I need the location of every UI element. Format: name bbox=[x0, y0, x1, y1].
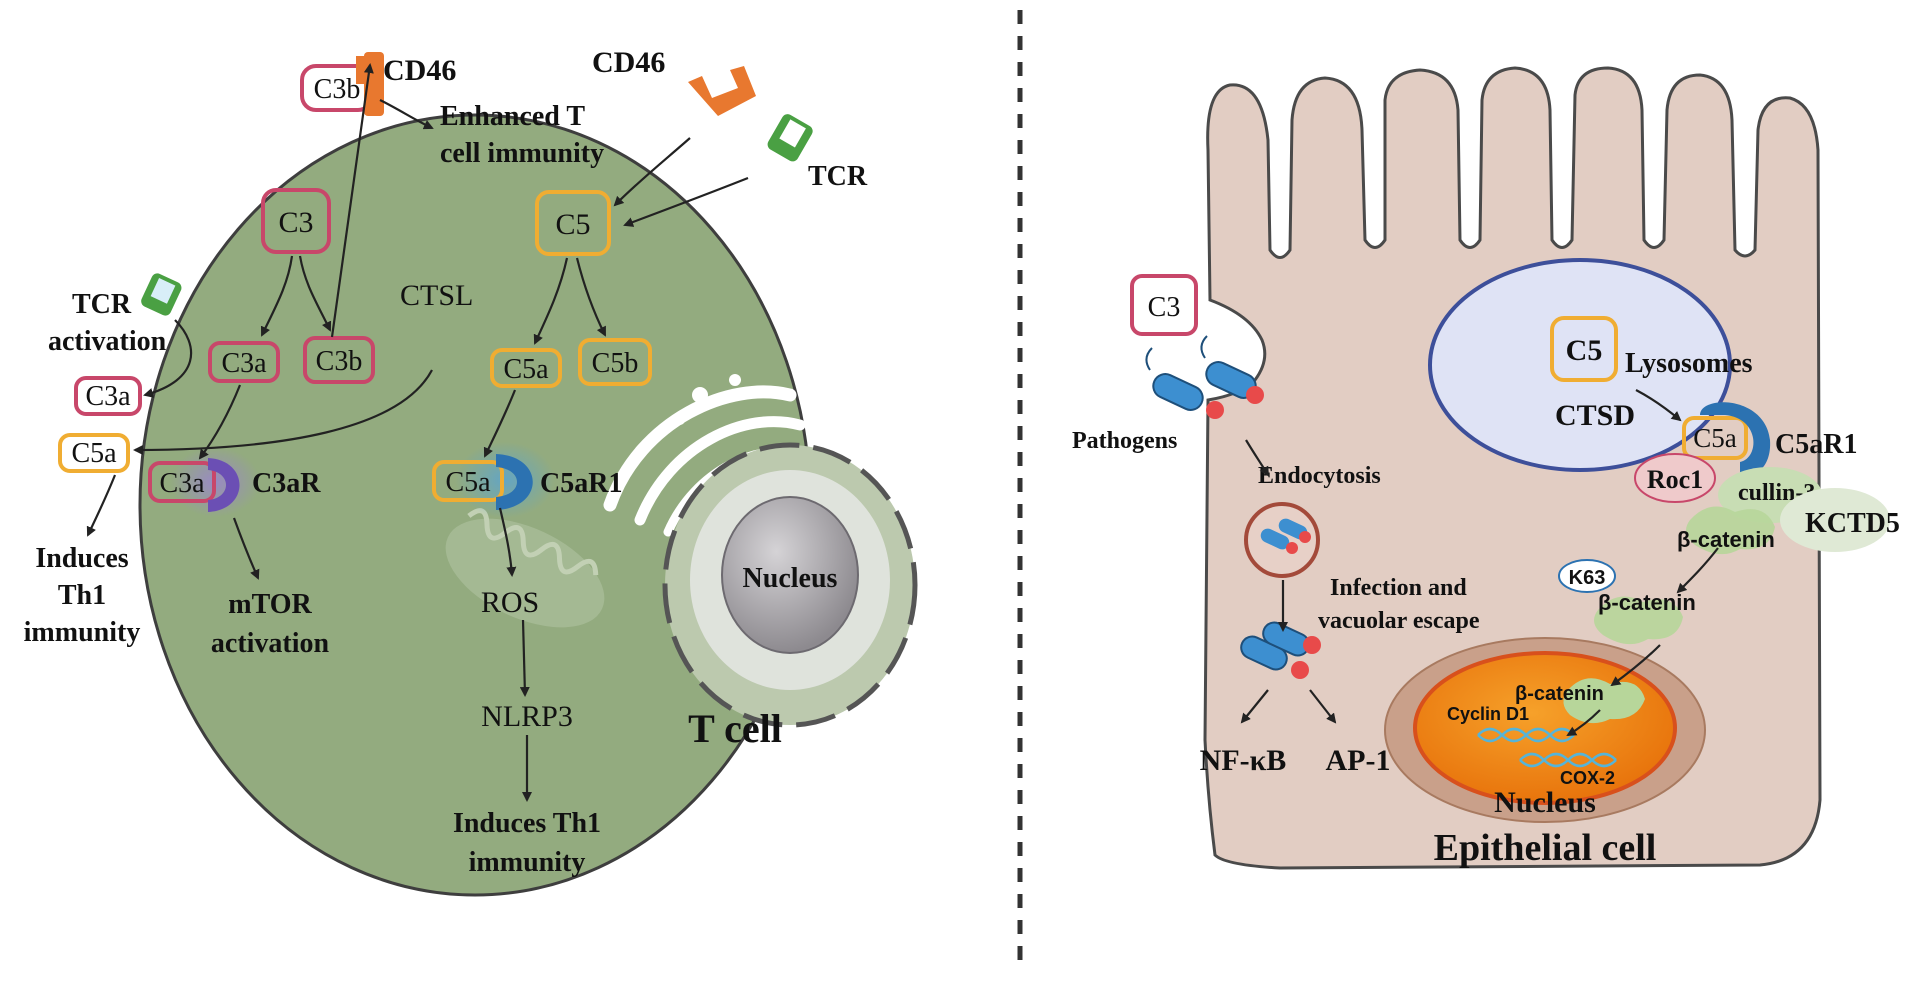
epithelial-nucleus-label: Nucleus bbox=[1494, 786, 1596, 819]
kctd5-shape bbox=[1780, 488, 1890, 552]
roc1-shape bbox=[1634, 453, 1716, 503]
ctsd-label: CTSD bbox=[1555, 399, 1635, 432]
epi-c5-label: C5 bbox=[1566, 334, 1603, 367]
c5a-out-box bbox=[58, 433, 130, 473]
th1-out-label-2: Th1 bbox=[58, 580, 106, 611]
nfkb-label: NF-κB bbox=[1200, 744, 1287, 777]
escaped-pathogens-icon bbox=[1240, 621, 1321, 679]
th1-out-label-1: Induces bbox=[35, 543, 128, 574]
ctsl-label: CTSL bbox=[400, 279, 473, 312]
cd46-right-label: CD46 bbox=[592, 46, 665, 79]
c5b-box bbox=[578, 338, 652, 386]
c3-box bbox=[261, 188, 331, 254]
c3a-label: C3a bbox=[221, 348, 267, 379]
beta-catenin-2-shape bbox=[1594, 596, 1683, 645]
epi-c5ar1-receptor bbox=[1700, 402, 1771, 478]
tcr-right-icon bbox=[767, 114, 813, 162]
c3a-bound-label: C3a bbox=[159, 468, 205, 499]
c5b-label: C5b bbox=[592, 348, 639, 379]
nlrp3-label: NLRP3 bbox=[481, 700, 573, 733]
ap1-label: AP-1 bbox=[1326, 744, 1391, 777]
c5a-label: C5a bbox=[503, 354, 549, 385]
tcell-nucleus: Nucleus bbox=[662, 442, 918, 728]
tcell-arrows bbox=[86, 63, 749, 802]
endocytosis-label: Endocytosis bbox=[1258, 463, 1381, 489]
c5ar1-receptor bbox=[496, 454, 533, 510]
th1-in-label-2: immunity bbox=[469, 847, 586, 878]
c5a-box bbox=[490, 348, 562, 388]
epi-c3-box bbox=[1130, 274, 1198, 336]
beta-catenin-2-label: β-catenin bbox=[1598, 590, 1696, 615]
ros-label: ROS bbox=[481, 586, 539, 619]
c5-label: C5 bbox=[555, 208, 590, 241]
epithelial-arrows bbox=[1240, 389, 1719, 737]
lysosomes-label: Lysosomes bbox=[1625, 348, 1753, 379]
c3ar-label: C3aR bbox=[252, 468, 321, 499]
cd46-receptor-right bbox=[688, 66, 756, 116]
beta-catenin-1-shape bbox=[1686, 506, 1775, 555]
c3a-bound-box bbox=[148, 461, 216, 503]
c3b-inner-label: C3b bbox=[316, 346, 363, 377]
enhanced-label-2: cell immunity bbox=[440, 138, 604, 169]
tcell-panel: Nucleus T cell C3 C3a C3b C3b CD46 CD46 bbox=[24, 46, 918, 897]
epi-c3-label: C3 bbox=[1148, 292, 1181, 323]
tcell-label: T cell bbox=[688, 706, 782, 751]
c5ar1-tcell-label: C5aR1 bbox=[540, 468, 622, 499]
tcell-nucleus-label: Nucleus bbox=[743, 563, 838, 594]
beta-catenin-1-label: β-catenin bbox=[1677, 527, 1775, 552]
c5-box bbox=[535, 190, 611, 256]
epithelial-label: Epithelial cell bbox=[1434, 827, 1657, 869]
cyclin-d1-label: Cyclin D1 bbox=[1447, 704, 1529, 724]
c3b-inner-box bbox=[303, 336, 375, 384]
c5a-out-label: C5a bbox=[71, 438, 117, 469]
tcr-activation-label-1: TCR bbox=[72, 289, 132, 320]
c5a-bound-box bbox=[432, 460, 504, 502]
c3a-box bbox=[208, 341, 280, 383]
c3ar-receptor bbox=[208, 458, 240, 512]
mtor-label-1: mTOR bbox=[228, 589, 312, 620]
infection-label-1: Infection and bbox=[1330, 575, 1467, 601]
pathogens-icon bbox=[1145, 335, 1264, 419]
tcr-activation-label-2: activation bbox=[48, 326, 167, 357]
epi-c5a-box bbox=[1682, 416, 1748, 460]
epithelial-membrane bbox=[1203, 66, 1822, 870]
c3a-out-box bbox=[74, 376, 142, 416]
mitochondrion bbox=[445, 508, 605, 628]
tcr-right-label: TCR bbox=[808, 161, 868, 192]
epi-c5ar1-label: C5aR1 bbox=[1775, 429, 1857, 460]
epi-c5-box bbox=[1550, 316, 1618, 382]
beta-catenin-3-label: β-catenin bbox=[1515, 683, 1604, 705]
enhanced-label-1: Enhanced T bbox=[440, 101, 585, 132]
cd46-left-label: CD46 bbox=[383, 54, 456, 87]
pathogens-label: Pathogens bbox=[1072, 428, 1177, 454]
kctd5-label: KCTD5 bbox=[1805, 508, 1900, 539]
dna-helix-icon bbox=[1477, 727, 1617, 768]
c3b-surface-label: C3b bbox=[314, 74, 361, 105]
cox2-label: COX-2 bbox=[1560, 768, 1615, 788]
c3-label: C3 bbox=[278, 206, 313, 239]
c5a-bound-label: C5a bbox=[445, 467, 491, 498]
th1-out-label-3: immunity bbox=[24, 617, 141, 648]
k63-label: K63 bbox=[1569, 567, 1606, 589]
mtor-label-2: activation bbox=[211, 628, 330, 659]
th1-in-label-1: Induces Th1 bbox=[453, 808, 601, 839]
epithelial-panel: Epithelial cell C3 Pathogens Endocytosis… bbox=[1072, 66, 1900, 870]
tcr-left-icon bbox=[141, 273, 182, 316]
roc1-label: Roc1 bbox=[1647, 465, 1703, 494]
lysosome bbox=[1428, 258, 1732, 472]
k63-shape bbox=[1558, 559, 1616, 593]
endosome-icon bbox=[1244, 502, 1320, 578]
infection-label-2: vacuolar escape bbox=[1318, 608, 1480, 634]
c3a-out-label: C3a bbox=[85, 381, 131, 412]
epi-c5a-label: C5a bbox=[1693, 423, 1737, 453]
